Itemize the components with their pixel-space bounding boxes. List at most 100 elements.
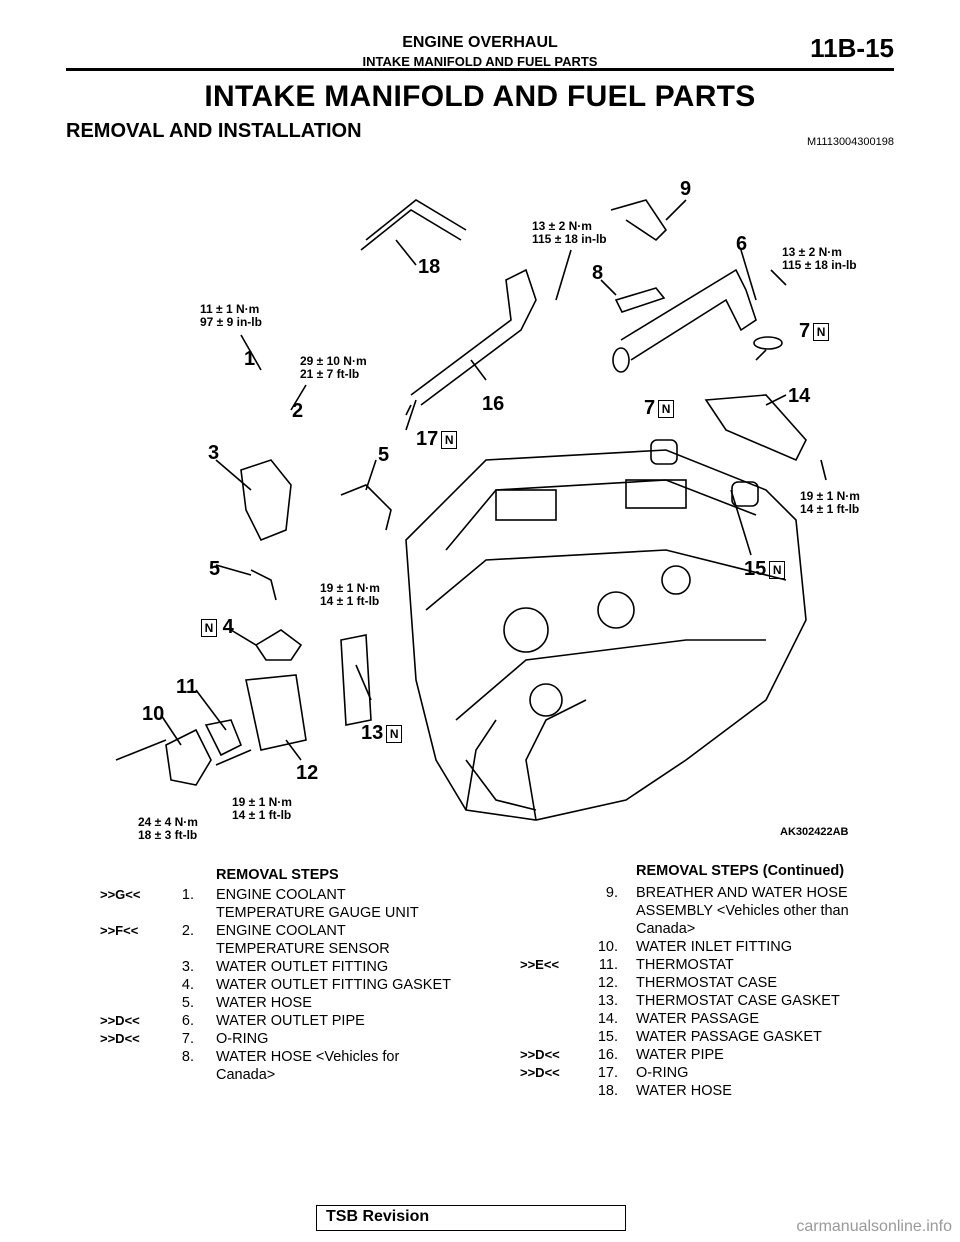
removal-step: >>D<< 7. O-RING (0, 1030, 960, 1048)
new-part-mark: N (769, 560, 786, 579)
callout-3: 3 (208, 442, 220, 464)
removal-step: >>F<< 2. ENGINE COOLANT TEMPERATURE SENSOR (0, 922, 960, 958)
step-service-tag: >>D<< (520, 1065, 560, 1080)
callout-6: 6 (736, 233, 748, 255)
removal-step: 4. WATER OUTLET FITTING GASKET (0, 976, 960, 994)
removal-step: 9. BREATHER AND WATER HOSE ASSEMBLY <Vehi… (0, 884, 960, 938)
step-number: 10. (597, 939, 618, 955)
torque-spec-1: 11 ± 1 N·m 97 ± 9 in-lb (200, 302, 262, 329)
step-text: WATER HOSE (216, 995, 312, 1011)
removal-step: >>D<< 6. WATER OUTLET PIPE (0, 1012, 960, 1030)
step-service-tag: >>F<< (100, 923, 139, 938)
step-text: O-RING (216, 1031, 269, 1047)
image-code: AK302422AB (780, 826, 849, 838)
section-title: INTAKE MANIFOLD AND FUEL PARTS (362, 54, 598, 69)
step-service-tag: >>D<< (100, 1031, 140, 1046)
engine-illustration (115, 199, 827, 821)
step-text: WATER PASSAGE (636, 1011, 760, 1027)
step-text: WATER OUTLET FITTING GASKET (216, 977, 451, 993)
step-number: 9. (605, 885, 618, 901)
step-text: BREATHER AND WATER HOSE ASSEMBLY <Vehicl… (636, 885, 849, 937)
step-text: ENGINE COOLANT TEMPERATURE SENSOR (216, 923, 390, 957)
step-number: 17. (597, 1065, 618, 1081)
torque-spec-3: 13 ± 2 N·m 115 ± 18 in-lb (532, 219, 607, 246)
torque-spec-6: 19 ± 1 N·m 14 ± 1 ft-lb (800, 489, 860, 516)
chapter-title: ENGINE OVERHAUL (402, 34, 558, 51)
step-number: 6. (181, 1013, 194, 1029)
callout-18: 18 (418, 256, 441, 278)
step-number: 8. (181, 1049, 194, 1065)
step-text: WATER HOSE (636, 1083, 732, 1099)
step-number: 4. (181, 977, 194, 993)
step-text: THERMOSTAT CASE GASKET (636, 993, 840, 1009)
step-number: 12. (597, 975, 618, 991)
step-number: 18. (597, 1083, 618, 1099)
callout-14: 14 (788, 385, 811, 407)
callout-11: 11 (176, 676, 198, 698)
removal-steps-title: REMOVAL STEPS (216, 867, 339, 883)
torque-spec-2: 29 ± 10 N·m 21 ± 7 ft-lb (300, 354, 367, 381)
removal-step: 12. THERMOSTAT CASE (0, 974, 960, 992)
watermark: carmanualsonline.info (796, 1218, 952, 1235)
header-rule (66, 68, 894, 71)
step-text: WATER PASSAGE GASKET (636, 1029, 822, 1045)
new-part-mark: N (201, 618, 217, 637)
removal-steps: REMOVAL STEPS REMOVAL STEPS (Continued) … (0, 863, 960, 1100)
callout-1: 1 (244, 348, 256, 370)
removal-step: 8. WATER HOSE <Vehicles for Canada> (0, 1048, 960, 1084)
step-number: 1. (181, 887, 194, 903)
step-text: THERMOSTAT CASE (636, 975, 777, 991)
callout-16: 16 (482, 393, 505, 415)
callout-4: N 4 (198, 616, 234, 639)
new-part-mark: N (386, 724, 403, 743)
removal-step: 10.WATER INLET FITTING (0, 938, 960, 956)
torque-spec-7: 19 ± 1 N·m 14 ± 1 ft-lb (232, 795, 292, 822)
step-service-tag: >>E<< (520, 957, 560, 972)
step-service-tag: >>D<< (100, 1013, 140, 1028)
step-service-tag: >>G<< (100, 887, 141, 902)
callout-12: 12 (296, 762, 319, 784)
step-text: WATER OUTLET PIPE (216, 1013, 365, 1029)
step-number: 5. (181, 995, 194, 1011)
page-subtitle: REMOVAL AND INSTALLATION (66, 120, 362, 142)
torque-spec-4: 13 ± 2 N·m 115 ± 18 in-lb (782, 245, 857, 272)
page-number: 11B-15 (810, 33, 894, 63)
step-text: THERMOSTAT (636, 957, 734, 973)
page-title: INTAKE MANIFOLD AND FUEL PARTS (204, 80, 756, 113)
callout-8: 8 (592, 262, 604, 284)
step-text: ENGINE COOLANT TEMPERATURE GAUGE UNIT (216, 887, 419, 921)
new-part-mark: N (441, 430, 458, 449)
step-number: 14. (597, 1011, 618, 1027)
step-text: O-RING (636, 1065, 689, 1081)
callout-5a: 5 (378, 444, 390, 466)
tsb-revision-box (316, 1205, 626, 1231)
step-text: WATER HOSE <Vehicles for Canada> (216, 1049, 400, 1083)
torque-spec-8: 24 ± 4 N·m 18 ± 3 ft-lb (138, 815, 198, 842)
removal-step: 13. THERMOSTAT CASE GASKET (0, 992, 960, 1010)
removal-step: 3. WATER OUTLET FITTING (0, 958, 960, 976)
removal-step: >>D<< 17. O-RING (0, 1064, 960, 1082)
step-number: 13. (597, 993, 618, 1009)
step-number: 11. (598, 957, 618, 973)
removal-step: 15.WATER PASSAGE GASKET (0, 1028, 960, 1046)
removal-step: 18. WATER HOSE (0, 1082, 960, 1100)
step-number: 2. (181, 923, 194, 939)
removal-step: 5. WATER HOSE (0, 994, 960, 1012)
new-part-mark: N (658, 399, 675, 418)
callout-2: 2 (292, 400, 304, 422)
step-text: WATER PIPE (636, 1047, 724, 1063)
removal-steps-continued-title: REMOVAL STEPS (Continued) (636, 863, 845, 879)
new-part-mark: N (813, 322, 830, 341)
step-number: 7. (181, 1031, 194, 1047)
document-code: M1113004300198 (806, 136, 894, 148)
step-number: 16. (597, 1047, 618, 1063)
step-number: 3. (181, 959, 194, 975)
step-text: WATER OUTLET FITTING (216, 959, 389, 975)
removal-step: >>G<< 1. ENGINE COOLANT TEMPERATURE GAUGE … (0, 886, 960, 922)
